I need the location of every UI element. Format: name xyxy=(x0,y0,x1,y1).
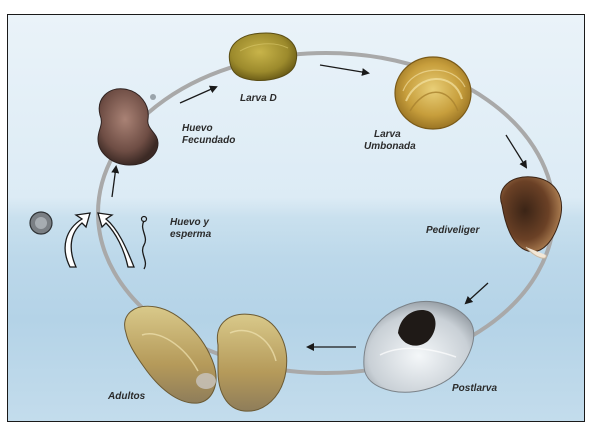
arrow-huevo-to-larva-d xyxy=(180,87,216,103)
diagram-frame: Larva D Larva Umbonada Pediveliger Postl… xyxy=(7,14,585,422)
arrow-pediveliger-to-postlarva xyxy=(466,283,488,303)
oyster-life-cycle-diagram: Larva D Larva Umbonada Pediveliger Postl… xyxy=(8,15,585,422)
arrow-to-huevo-fecundado xyxy=(112,167,116,197)
label-adultos: Adultos xyxy=(107,391,146,402)
release-arrow-right xyxy=(98,213,134,267)
label-larva-umbonada-1: Larva xyxy=(374,129,401,140)
label-huevo-fecundado-2: Fecundado xyxy=(182,135,235,146)
label-huevo-esperma-1: Huevo y xyxy=(170,217,209,228)
label-larva-d: Larva D xyxy=(240,93,277,104)
esperma-image xyxy=(30,212,52,234)
egg-icon xyxy=(142,217,147,270)
arrow-larva-d-to-umbonada xyxy=(320,65,368,73)
postlarva-image xyxy=(364,302,474,393)
label-huevo-esperma-2: esperma xyxy=(170,229,212,240)
label-postlarva: Postlarva xyxy=(452,383,497,394)
larva-umbonada-image xyxy=(395,57,471,129)
pediveliger-image xyxy=(501,177,562,258)
label-huevo-fecundado-1: Huevo xyxy=(182,123,213,134)
release-arrow-left xyxy=(65,213,90,267)
adultos-image xyxy=(125,306,287,411)
arrow-umbonada-to-pediveliger xyxy=(506,135,526,167)
huevo-fecundado-image xyxy=(98,89,158,165)
label-pediveliger: Pediveliger xyxy=(426,225,480,236)
larva-d-image xyxy=(229,33,296,80)
label-larva-umbonada-2: Umbonada xyxy=(364,141,416,152)
